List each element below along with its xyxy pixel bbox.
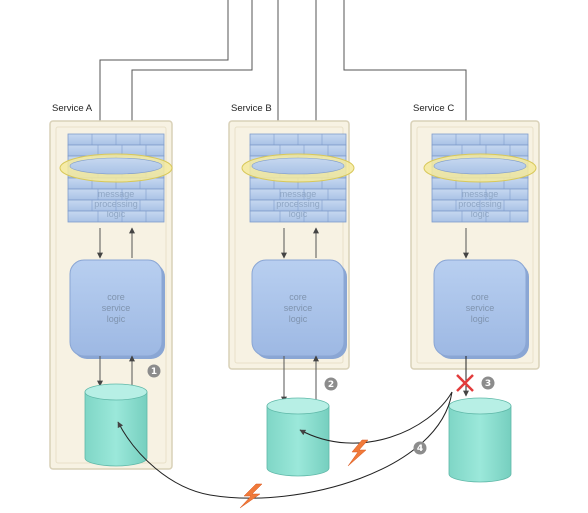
failure-x-icon bbox=[456, 374, 474, 392]
message-processing-text: processing bbox=[458, 199, 502, 209]
lightning-icon-a bbox=[239, 483, 263, 509]
message-processing-text: logic bbox=[107, 209, 126, 219]
incoming-wires bbox=[97, 0, 469, 133]
step-marker-number: 1 bbox=[151, 367, 157, 377]
message-layer bbox=[249, 210, 347, 223]
core-service-text: logic bbox=[289, 314, 308, 324]
step-marker-number: 4 bbox=[417, 444, 423, 454]
step-marker-1: 1 bbox=[147, 364, 161, 378]
internal-arrows bbox=[97, 227, 469, 259]
database-b-icon bbox=[266, 397, 330, 477]
core-service-text: core bbox=[289, 292, 307, 302]
core-block bbox=[433, 259, 527, 357]
message-processing-text: message bbox=[98, 189, 135, 199]
step-marker-2: 2 bbox=[324, 377, 338, 391]
lightning-icon-b bbox=[347, 439, 369, 467]
core-service-text: service bbox=[466, 303, 495, 313]
message-processing-text: processing bbox=[94, 199, 138, 209]
core-service-text: core bbox=[471, 292, 489, 302]
message-processing-text: logic bbox=[471, 209, 490, 219]
core-service-text: logic bbox=[107, 314, 126, 324]
step-marker-4: 4 bbox=[413, 441, 427, 455]
step-marker-number: 3 bbox=[485, 379, 491, 389]
message-processing-text: processing bbox=[276, 199, 320, 209]
message-processing-text: logic bbox=[289, 209, 308, 219]
step-marker-number: 2 bbox=[328, 380, 334, 390]
core-service-text: logic bbox=[471, 314, 490, 324]
service-c-label: Service C bbox=[413, 103, 454, 114]
core-service-text: service bbox=[102, 303, 131, 313]
core-service-text: core bbox=[107, 292, 125, 302]
service-a-label: Service A bbox=[52, 103, 93, 114]
database-a-icon bbox=[84, 383, 148, 467]
core-service-text: service bbox=[284, 303, 313, 313]
service-b-label: Service B bbox=[231, 103, 272, 114]
message-processing-text: message bbox=[462, 189, 499, 199]
db-arrows bbox=[97, 355, 469, 403]
message-layer bbox=[431, 210, 529, 223]
core-block bbox=[251, 259, 345, 357]
message-processing-text: message bbox=[280, 189, 317, 199]
core-block bbox=[69, 259, 163, 357]
step-marker-3: 3 bbox=[481, 376, 495, 390]
database-c-icon bbox=[448, 397, 512, 483]
message-layer bbox=[67, 210, 165, 223]
